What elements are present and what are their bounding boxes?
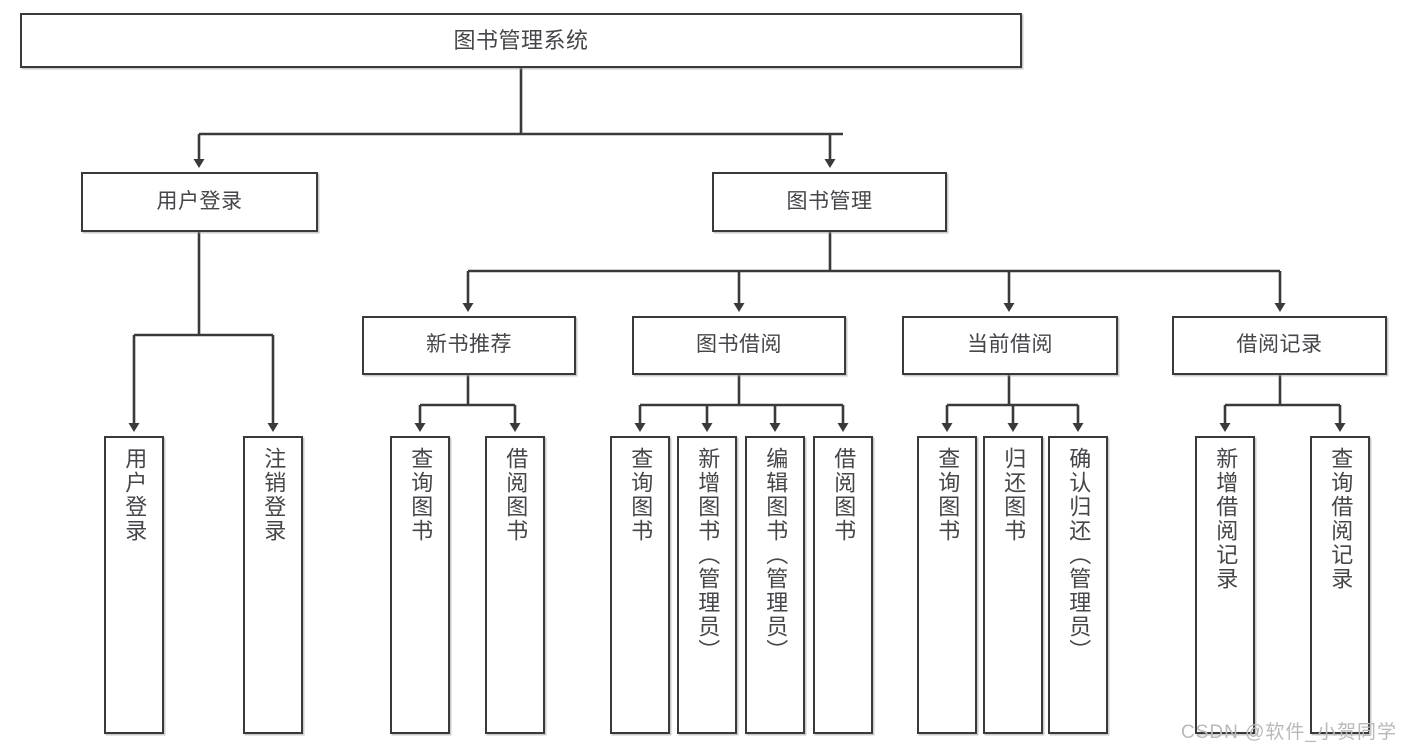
node-book-manage[interactable]: 图书管理 xyxy=(712,172,947,232)
node-root[interactable]: 图书管理系统 xyxy=(20,13,1022,68)
node-leaf-borrow-book-1-label: 借阅图书 xyxy=(503,447,529,543)
node-leaf-return-book-label: 归还图书 xyxy=(1001,447,1027,543)
csdn-watermark: CSDN @软件_小贺同学 xyxy=(1181,722,1397,743)
node-leaf-add-book-label: 新增图书（管理员） xyxy=(695,447,721,663)
node-leaf-query-book-3-label: 查询图书 xyxy=(935,447,961,543)
node-current-borrow-label: 当前借阅 xyxy=(967,333,1053,357)
node-book-borrow[interactable]: 图书借阅 xyxy=(632,316,846,375)
node-leaf-borrow-book-1[interactable]: 借阅图书 xyxy=(485,436,545,734)
node-leaf-add-book[interactable]: 新增图书（管理员） xyxy=(677,436,737,734)
node-new-book-recommend[interactable]: 新书推荐 xyxy=(362,316,576,375)
node-leaf-confirm-return[interactable]: 确认归还（管理员） xyxy=(1048,436,1108,734)
node-new-book-recommend-label: 新书推荐 xyxy=(426,333,512,357)
node-leaf-query-book-2[interactable]: 查询图书 xyxy=(610,436,670,734)
node-leaf-query-book-2-label: 查询图书 xyxy=(628,447,654,543)
node-leaf-borrow-book-2[interactable]: 借阅图书 xyxy=(813,436,873,734)
node-leaf-query-book-3[interactable]: 查询图书 xyxy=(917,436,977,734)
node-leaf-query-record-label: 查询借阅记录 xyxy=(1328,447,1354,591)
node-leaf-query-record[interactable]: 查询借阅记录 xyxy=(1310,436,1370,734)
node-leaf-query-book-1[interactable]: 查询图书 xyxy=(390,436,450,734)
node-leaf-user-login[interactable]: 用户登录 xyxy=(104,436,164,734)
node-leaf-return-book[interactable]: 归还图书 xyxy=(983,436,1043,734)
node-book-borrow-label: 图书借阅 xyxy=(696,333,782,357)
node-leaf-borrow-book-2-label: 借阅图书 xyxy=(831,447,857,543)
node-borrow-record[interactable]: 借阅记录 xyxy=(1172,316,1387,375)
node-book-manage-label: 图书管理 xyxy=(786,189,873,213)
node-leaf-add-record[interactable]: 新增借阅记录 xyxy=(1195,436,1255,734)
node-current-borrow[interactable]: 当前借阅 xyxy=(902,316,1118,375)
node-leaf-edit-book-label: 编辑图书（管理员） xyxy=(763,447,789,663)
node-leaf-user-login-label: 用户登录 xyxy=(122,447,148,543)
node-leaf-user-logout[interactable]: 注销登录 xyxy=(243,436,303,734)
node-leaf-edit-book[interactable]: 编辑图书（管理员） xyxy=(745,436,805,734)
node-leaf-add-record-label: 新增借阅记录 xyxy=(1213,447,1239,591)
node-user-login[interactable]: 用户登录 xyxy=(81,172,318,232)
node-user-login-label: 用户登录 xyxy=(156,189,243,213)
node-leaf-user-logout-label: 注销登录 xyxy=(261,447,287,543)
node-leaf-confirm-return-label: 确认归还（管理员） xyxy=(1066,447,1092,663)
node-leaf-query-book-1-label: 查询图书 xyxy=(408,447,434,543)
node-root-label: 图书管理系统 xyxy=(453,27,589,53)
node-borrow-record-label: 借阅记录 xyxy=(1236,333,1323,357)
